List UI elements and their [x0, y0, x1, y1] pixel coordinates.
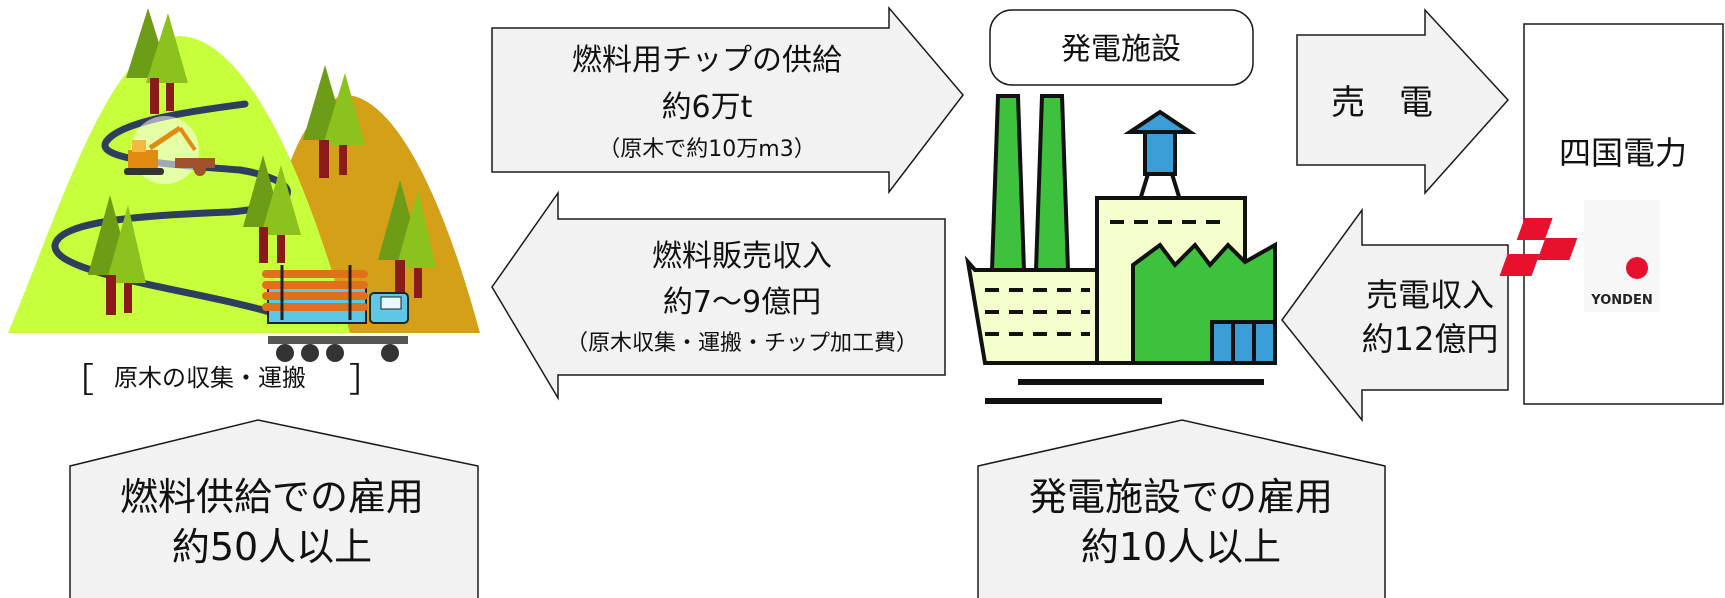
- power-sale-label: 売 電: [1331, 83, 1433, 123]
- power-income-amount: 約12億円: [1362, 320, 1499, 358]
- tree-icon: [88, 195, 146, 315]
- fuel-supply-arrow: [491, 5, 964, 195]
- tree-icon: [126, 8, 188, 114]
- excavator-icon: [124, 116, 215, 184]
- fuel-supply-amount: 約6万t: [662, 90, 753, 125]
- tree-icon: [243, 155, 301, 263]
- fuel-revenue-title: 燃料販売収入: [652, 239, 832, 274]
- fuel-employment-box: [69, 419, 479, 598]
- fuel-employment-count: 約50人以上: [172, 525, 372, 569]
- plant-employment-box: [977, 419, 1386, 598]
- power-income-arrow: [1281, 207, 1509, 423]
- utility-name: 四国電力: [1559, 134, 1687, 172]
- power-plant-icon: [964, 94, 1277, 404]
- fuel-revenue-amount: 約7～9億円: [663, 285, 821, 320]
- plant-employment-title: 発電施設での雇用: [1029, 475, 1333, 519]
- plant-employment-count: 約10人以上: [1081, 525, 1281, 569]
- tree-icon: [303, 65, 365, 178]
- log-truck-icon: [262, 265, 409, 362]
- tree-icon: [378, 180, 436, 300]
- bracket-right: ］: [349, 361, 383, 401]
- power-sale-arrow: [1296, 8, 1510, 195]
- fuel-supply-note: （原木で約10万m3）: [598, 137, 815, 162]
- plant-label: 発電施設: [1061, 32, 1181, 67]
- forest-illustration: [8, 8, 480, 362]
- fuel-employment-title: 燃料供給での雇用: [120, 475, 424, 519]
- bracket-left: ［: [60, 361, 94, 401]
- plant-label-box: [989, 9, 1254, 86]
- fuel-revenue-arrow: [491, 190, 946, 401]
- yonden-logo-text: YONDEN: [1590, 293, 1652, 308]
- forest-label: 原木の収集・運搬: [114, 364, 306, 392]
- yonden-logo: YONDEN: [1499, 200, 1660, 312]
- fuel-supply-title: 燃料用チップの供給: [572, 43, 842, 78]
- fuel-revenue-note: （原木収集・運搬・チップ加工費）: [566, 331, 918, 356]
- power-income-title: 売電収入: [1366, 276, 1494, 314]
